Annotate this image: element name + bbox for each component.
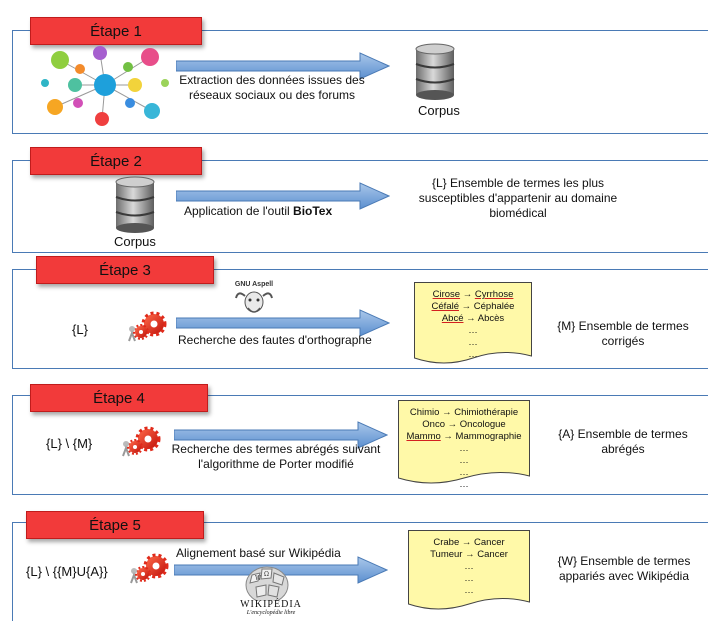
- step-1-panel: [12, 30, 708, 134]
- step-3-result: {M} Ensemble de termes corrigés: [557, 319, 689, 348]
- step-3-arrow-label: Recherche des fautes d'orthographe: [178, 333, 372, 347]
- step-2-arrow: [176, 182, 390, 210]
- step-4-input-set: {L} \ {M}: [46, 436, 93, 451]
- doc-ellipsis: …: [468, 325, 478, 336]
- svg-text:W: W: [255, 575, 262, 582]
- svg-text:Ω: Ω: [264, 571, 269, 578]
- step-2-corpus-label: Corpus: [114, 234, 156, 249]
- doc-ellipsis: …: [459, 467, 469, 478]
- database-icon: [415, 43, 455, 100]
- step-5-document: Crabe → Cancer Tumeur → Cancer … … …: [408, 530, 530, 612]
- doc-line: Mammo → Mammographie: [406, 431, 522, 442]
- gears-icon: [122, 426, 161, 457]
- step-5-input-set: {L} \ {{M}U{A}}: [26, 564, 108, 579]
- step-1-arrow: [176, 52, 390, 80]
- step-5-tag: Étape 5: [26, 511, 204, 539]
- doc-ellipsis: …: [468, 337, 478, 348]
- doc-ellipsis: …: [464, 573, 474, 584]
- step-2-tag: Étape 2: [30, 147, 202, 175]
- social-network-graphic: [41, 46, 169, 126]
- doc-line: Chimio → Chimiothérapie: [409, 407, 519, 418]
- doc-ellipsis: …: [459, 443, 469, 454]
- doc-ellipsis: …: [464, 561, 474, 572]
- step-1-arrow-label: Extraction des données issues des réseau…: [179, 73, 365, 102]
- step-3-tag: Étape 3: [36, 256, 214, 284]
- step-1-corpus-label: Corpus: [418, 103, 460, 118]
- doc-line: Tumeur → Cancer: [430, 549, 508, 560]
- doc-line: Céfalé → Céphalée: [431, 301, 515, 312]
- doc-ellipsis: …: [468, 349, 478, 360]
- step-4-result: {A} Ensemble de termes abrégés: [558, 427, 688, 456]
- gears-icon: [128, 311, 167, 342]
- wikipedia-globe-icon: W Ω: [245, 566, 289, 601]
- doc-line: Onco → Oncologue: [422, 419, 506, 430]
- step-2-arrow-label: Application de l'outil BioTex: [184, 204, 333, 218]
- step-4-arrow-label: Recherche des termes abrégés suivant l'a…: [171, 442, 381, 471]
- gnu-aspell-logo: GNU Aspell: [235, 281, 273, 313]
- doc-ellipsis: …: [459, 455, 469, 466]
- gears-icon: [130, 553, 169, 584]
- step-5-arrow-label: Alignement basé sur Wikipédia: [176, 546, 341, 560]
- doc-ellipsis: …: [459, 479, 469, 490]
- wikipedia-logo-text: WIKIPÉDIA L'encyclopédie libre: [240, 599, 302, 616]
- step-5-arrow: [174, 556, 388, 584]
- step-3-arrow: [176, 309, 390, 337]
- step-4-tag: Étape 4: [30, 384, 208, 412]
- step-4-document: Chimio → Chimiothérapie Onco → Oncologue…: [398, 400, 530, 490]
- database-icon: [115, 176, 155, 233]
- step-3-input-set: {L}: [72, 322, 88, 337]
- doc-line: Cirose → Cyrrhose: [432, 289, 514, 300]
- doc-line: Crabe → Cancer: [433, 537, 505, 548]
- step-1-tag: Étape 1: [30, 17, 202, 45]
- step-3-document: Cirose → Cyrrhose Céfalé → Céphalée Abcé…: [414, 282, 532, 366]
- doc-line: Abcé → Abcès: [441, 313, 505, 324]
- gnu-aspell-logo-text: GNU Aspell: [235, 281, 273, 288]
- step-2-result: {L} Ensemble de termes les plus suscepti…: [418, 176, 618, 220]
- step-4-arrow: [174, 421, 388, 449]
- doc-ellipsis: …: [464, 585, 474, 596]
- step-5-result: {W} Ensemble de termes appariés avec Wik…: [557, 554, 691, 583]
